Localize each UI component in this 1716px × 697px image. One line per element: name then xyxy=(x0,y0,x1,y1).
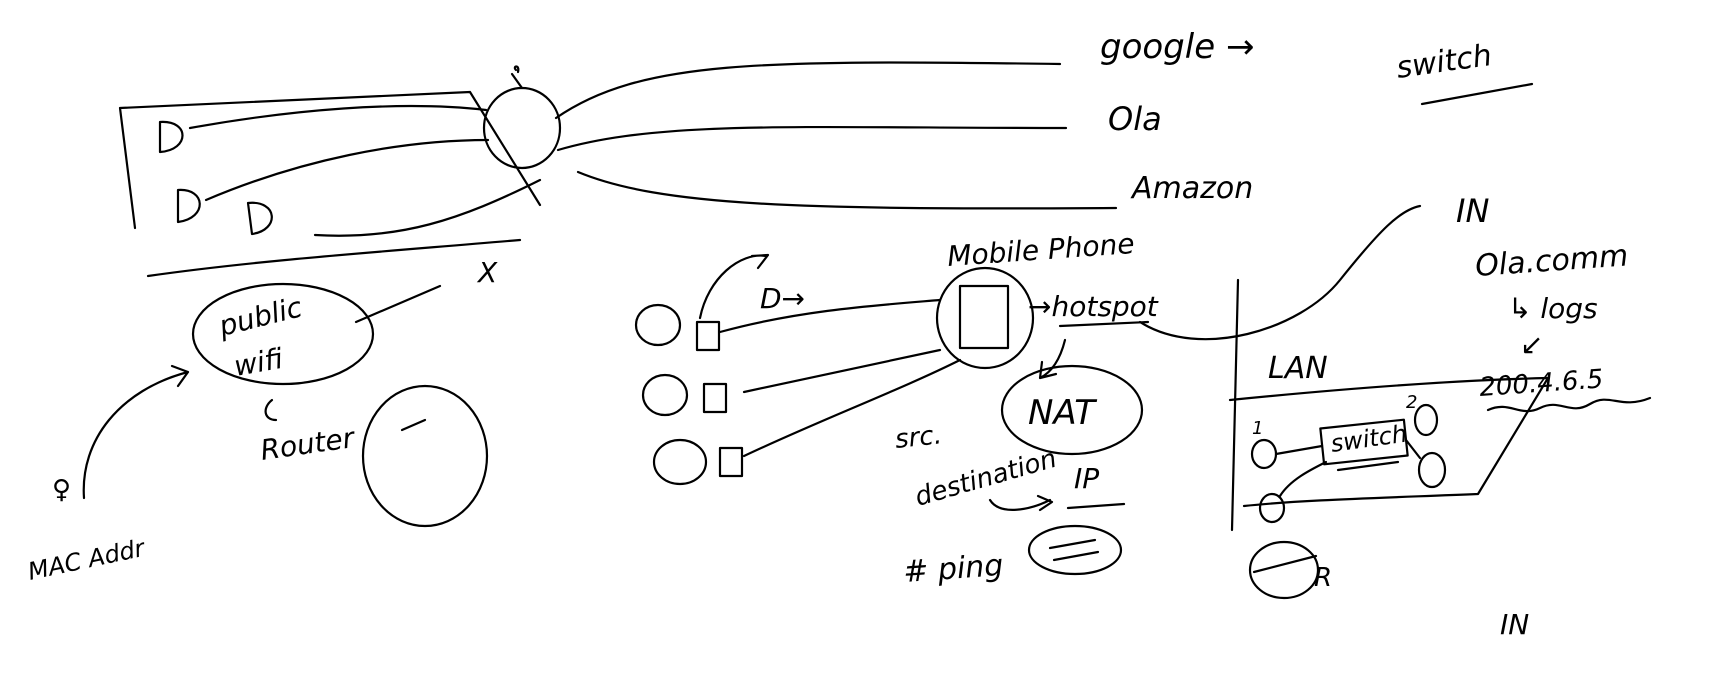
public-wifi-label-1: public xyxy=(215,290,306,343)
link-user-2-phone xyxy=(742,348,942,394)
device-2-shape xyxy=(176,188,201,224)
user-2-device xyxy=(702,382,728,414)
router-label: Router xyxy=(258,421,357,467)
link-switch-node-3 xyxy=(1404,438,1422,460)
in-label-bottom: IN xyxy=(1500,608,1529,641)
ola-label: Ola xyxy=(1108,100,1162,138)
ola-com-label: Ola.comm xyxy=(1474,238,1629,284)
link-user-3-phone xyxy=(742,358,962,458)
mobile-phone-screen xyxy=(958,284,1010,350)
user-3-circle xyxy=(652,438,708,486)
ip-address-squiggle xyxy=(1486,396,1652,413)
link-google xyxy=(554,61,1062,120)
port-1-label: 1 xyxy=(1252,418,1263,439)
nat-label: NAT xyxy=(1028,393,1097,433)
hotspot-to-internet-link xyxy=(1138,204,1422,341)
link-device-3 xyxy=(313,178,542,237)
router-node-lan-stroke xyxy=(1252,554,1318,574)
mobile-phone-label: Mobile Phone xyxy=(946,227,1135,273)
nat-node xyxy=(1000,364,1144,456)
link-user-1-phone xyxy=(718,298,942,334)
link-device-2 xyxy=(204,138,490,202)
mac-to-wifi-arrow xyxy=(82,364,190,500)
in-label-top: IN xyxy=(1456,192,1489,230)
device-3-shape xyxy=(246,201,273,236)
link-node-1-switch xyxy=(1274,444,1324,456)
lan-node-4 xyxy=(1258,492,1286,524)
user-2-circle xyxy=(641,373,689,417)
gateway-stem xyxy=(510,65,524,90)
empty-circle-node xyxy=(361,384,489,528)
hotspot-label: →hotspot xyxy=(1028,290,1159,323)
port-2-label: 2 xyxy=(1406,392,1417,413)
user-1-to-device-arrow xyxy=(698,253,770,320)
public-wifi-to-x-line xyxy=(354,284,442,324)
user-1-circle xyxy=(634,303,682,347)
amazon-label: Amazon xyxy=(1130,171,1253,206)
switch-box-underline xyxy=(1336,460,1400,472)
public-wifi-label-2: wifi xyxy=(231,342,285,383)
network-box-base xyxy=(146,238,522,278)
lan-node-3 xyxy=(1417,451,1447,489)
user-icon-left: ♀ xyxy=(52,475,71,505)
lan-box xyxy=(1228,376,1550,508)
link-amazon xyxy=(576,170,1118,210)
link-device-1 xyxy=(188,104,488,130)
lan-node-2 xyxy=(1413,403,1439,437)
hotspot-to-nat-arrow xyxy=(1038,338,1067,380)
ping-label: # ping xyxy=(902,548,1004,590)
ip-underline xyxy=(1066,502,1126,510)
hotspot-underline xyxy=(1058,320,1150,328)
logs-arrow: ↙ xyxy=(1520,328,1543,361)
logs-label: ↳ logs xyxy=(1508,292,1598,325)
mobile-phone-node xyxy=(935,266,1035,370)
lan-divider xyxy=(1230,278,1240,532)
link-ola xyxy=(556,125,1068,152)
destination-label: destination xyxy=(912,444,1060,513)
destination-to-ip-arrow xyxy=(988,494,1054,512)
empty-circle-dash xyxy=(400,418,427,432)
user-3-device xyxy=(718,446,744,478)
ping-node-strokes xyxy=(1048,538,1100,562)
router-pointer xyxy=(264,398,278,422)
user-1-device xyxy=(695,320,721,352)
google-label: google → xyxy=(1100,27,1254,67)
gateway-node xyxy=(482,86,562,170)
src-label: src. xyxy=(894,420,944,455)
lan-node-1 xyxy=(1250,438,1278,470)
ip-address-label: 200.4.6.5 xyxy=(1478,364,1604,403)
mac-addr-label: MAC Addr xyxy=(25,533,149,585)
router-r-label: R xyxy=(1314,563,1332,593)
link-node-4-switch xyxy=(1278,460,1328,498)
device-arrow-label: D→ xyxy=(760,282,805,315)
switch-heading-underline xyxy=(1420,82,1534,106)
x-mark: X xyxy=(476,256,498,289)
device-1-shape xyxy=(158,120,184,154)
switch-heading: switch xyxy=(1394,38,1494,86)
router-node-lan xyxy=(1248,540,1320,600)
ip-label: IP xyxy=(1074,462,1099,495)
ping-node xyxy=(1027,524,1123,576)
public-wifi-node xyxy=(191,282,375,386)
lan-label: LAN xyxy=(1268,351,1328,386)
